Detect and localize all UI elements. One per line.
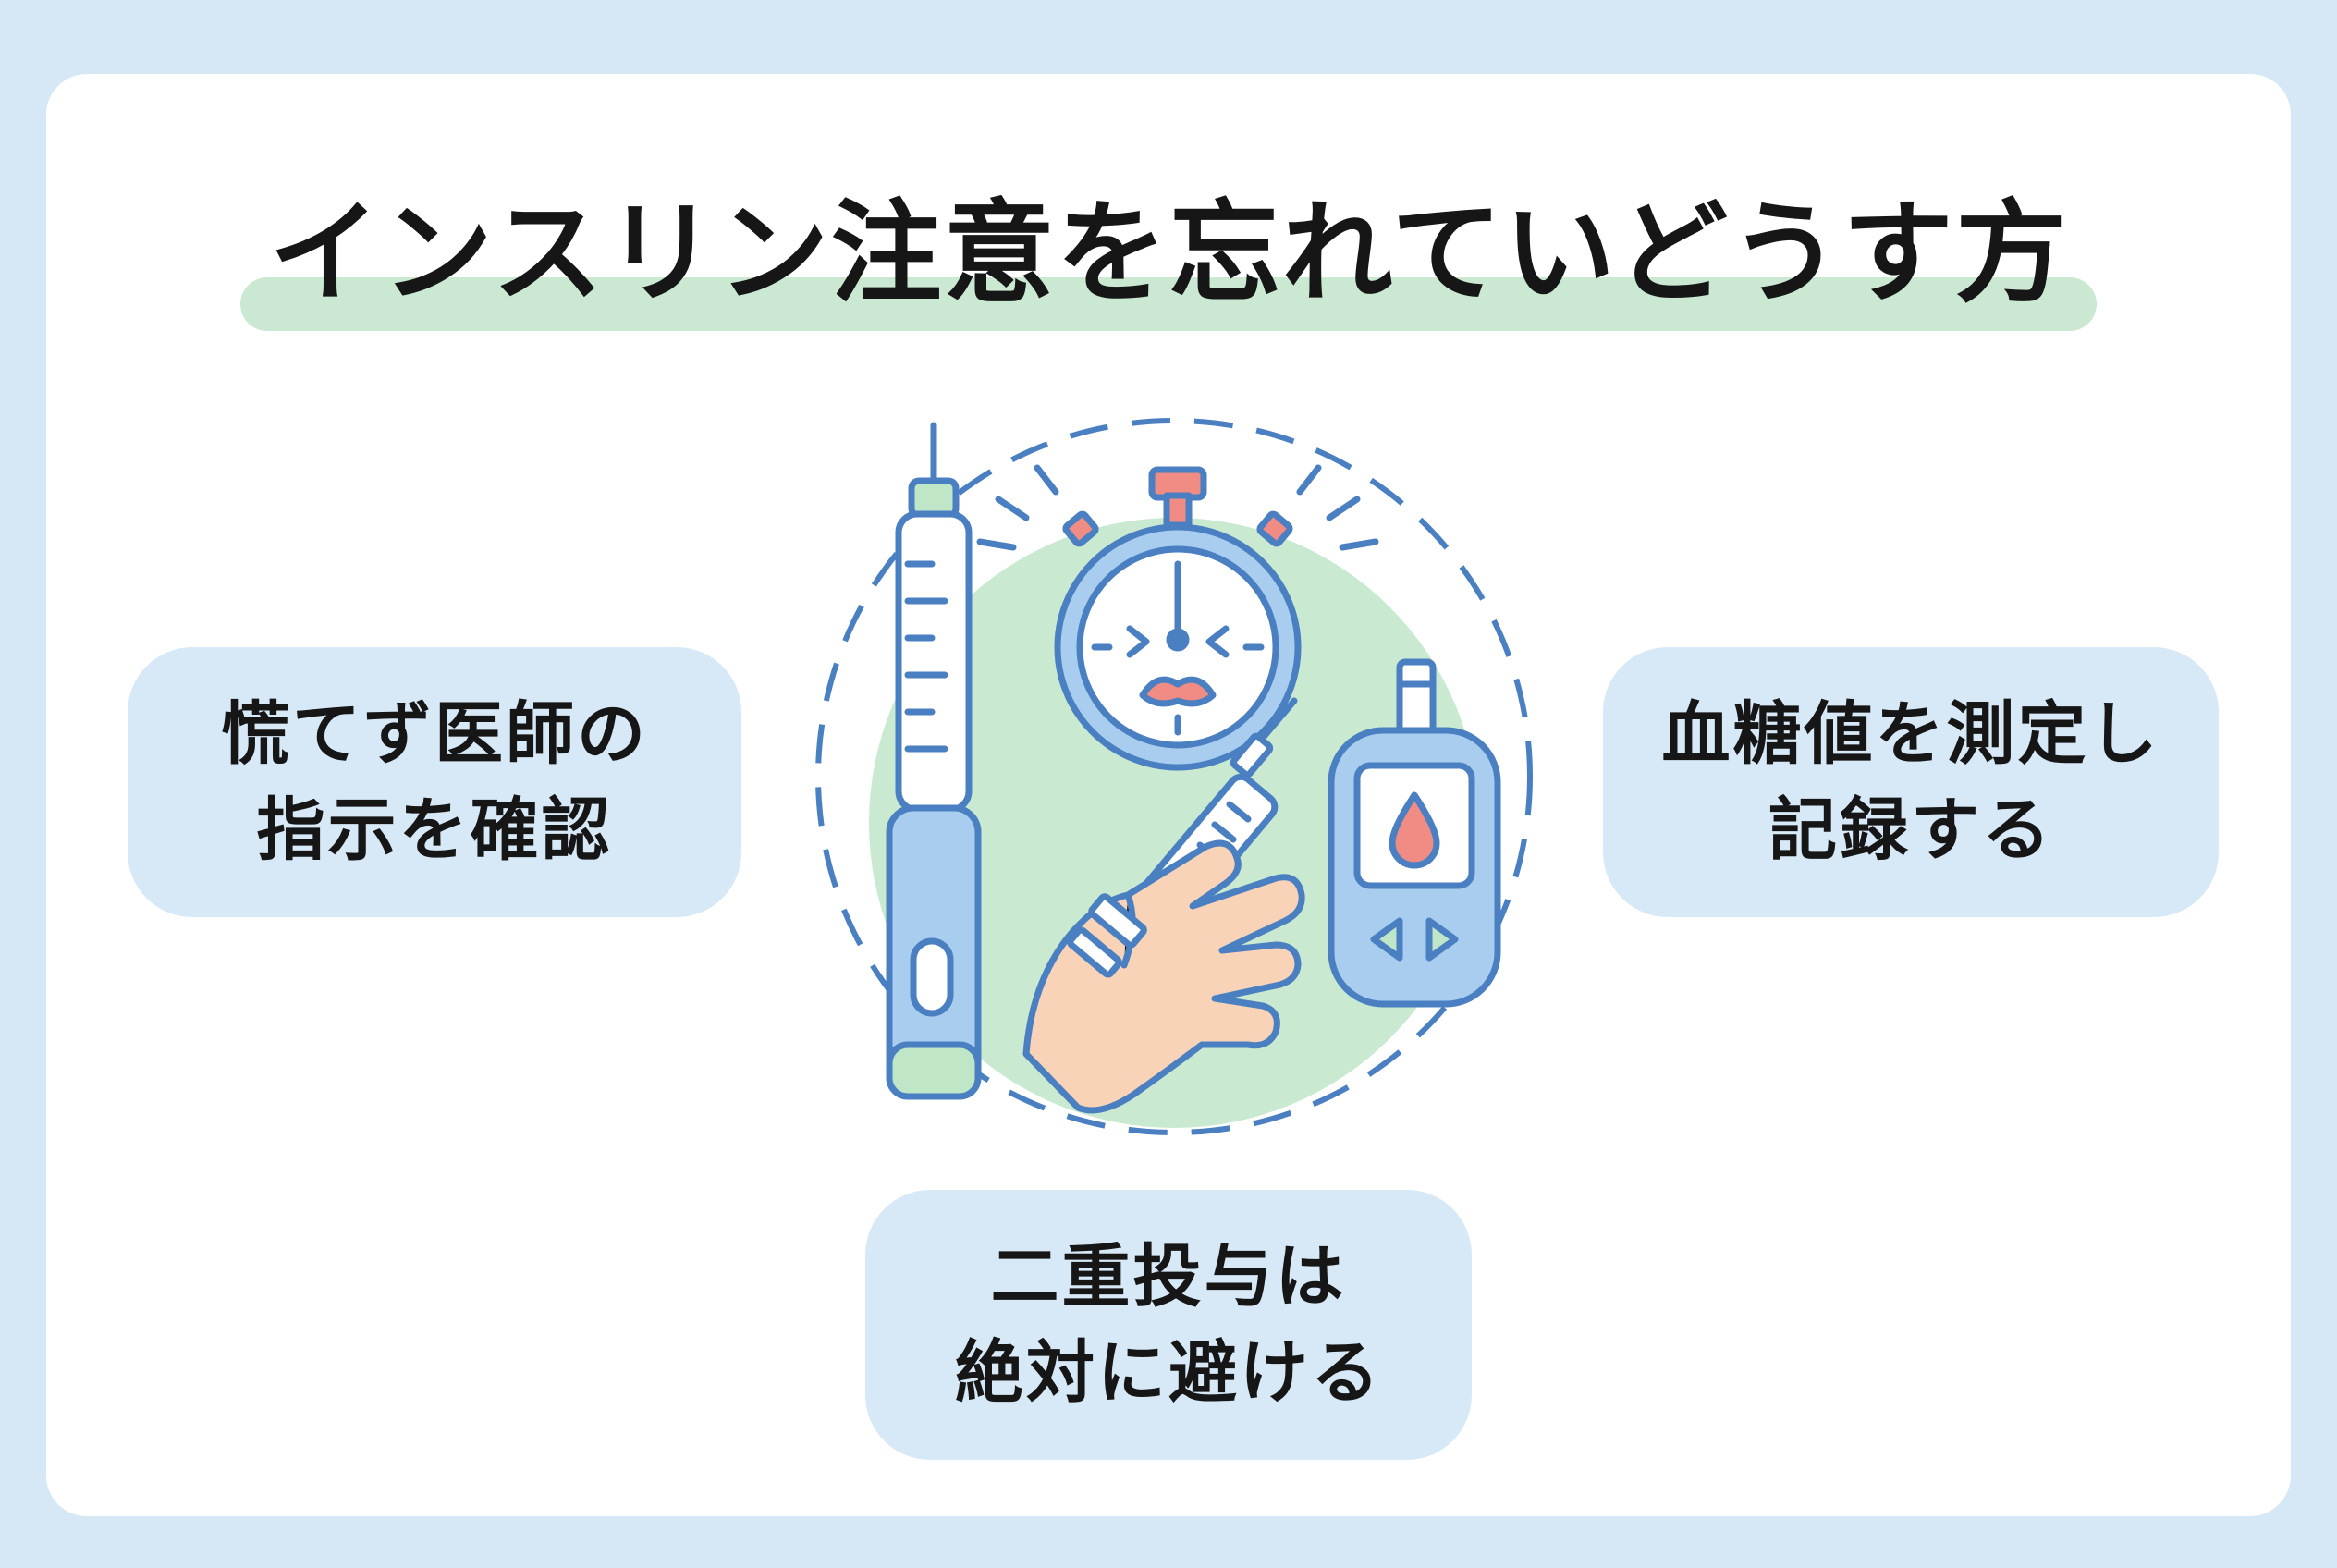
tip-line: 絶対に避ける	[955, 1333, 1382, 1413]
tip-bubble-measure-glucose: 血糖値を測定し 記録する	[1603, 647, 2219, 917]
tip-line: 慌てず医師の	[221, 694, 648, 774]
tip-line: 二重投与は	[990, 1237, 1347, 1317]
syringe-hand-icon	[1022, 697, 1305, 1114]
center-illustration	[815, 418, 1533, 1135]
backdrop-circle	[869, 518, 1479, 1128]
tip-bubble-avoid-double-dose: 二重投与は 絶対に避ける	[865, 1190, 1472, 1460]
title-highlight	[240, 277, 2097, 331]
tip-line: 記録する	[1768, 790, 2053, 870]
tip-bubble-check-doctor: 慌てず医師の 指示を確認	[128, 647, 741, 917]
stopwatch-icon	[976, 464, 1379, 771]
tip-line: 血糖値を測定し	[1661, 694, 2160, 774]
insulin-pen-icon	[886, 422, 982, 1100]
tip-line: 指示を確認	[256, 790, 613, 870]
dashed-ring	[815, 418, 1533, 1135]
page-title: インスリン注意を忘れていどうす方	[269, 190, 2068, 318]
title-area: インスリン注意を忘れていどうす方	[240, 185, 2097, 342]
glucose-meter-icon	[1328, 658, 1501, 1008]
